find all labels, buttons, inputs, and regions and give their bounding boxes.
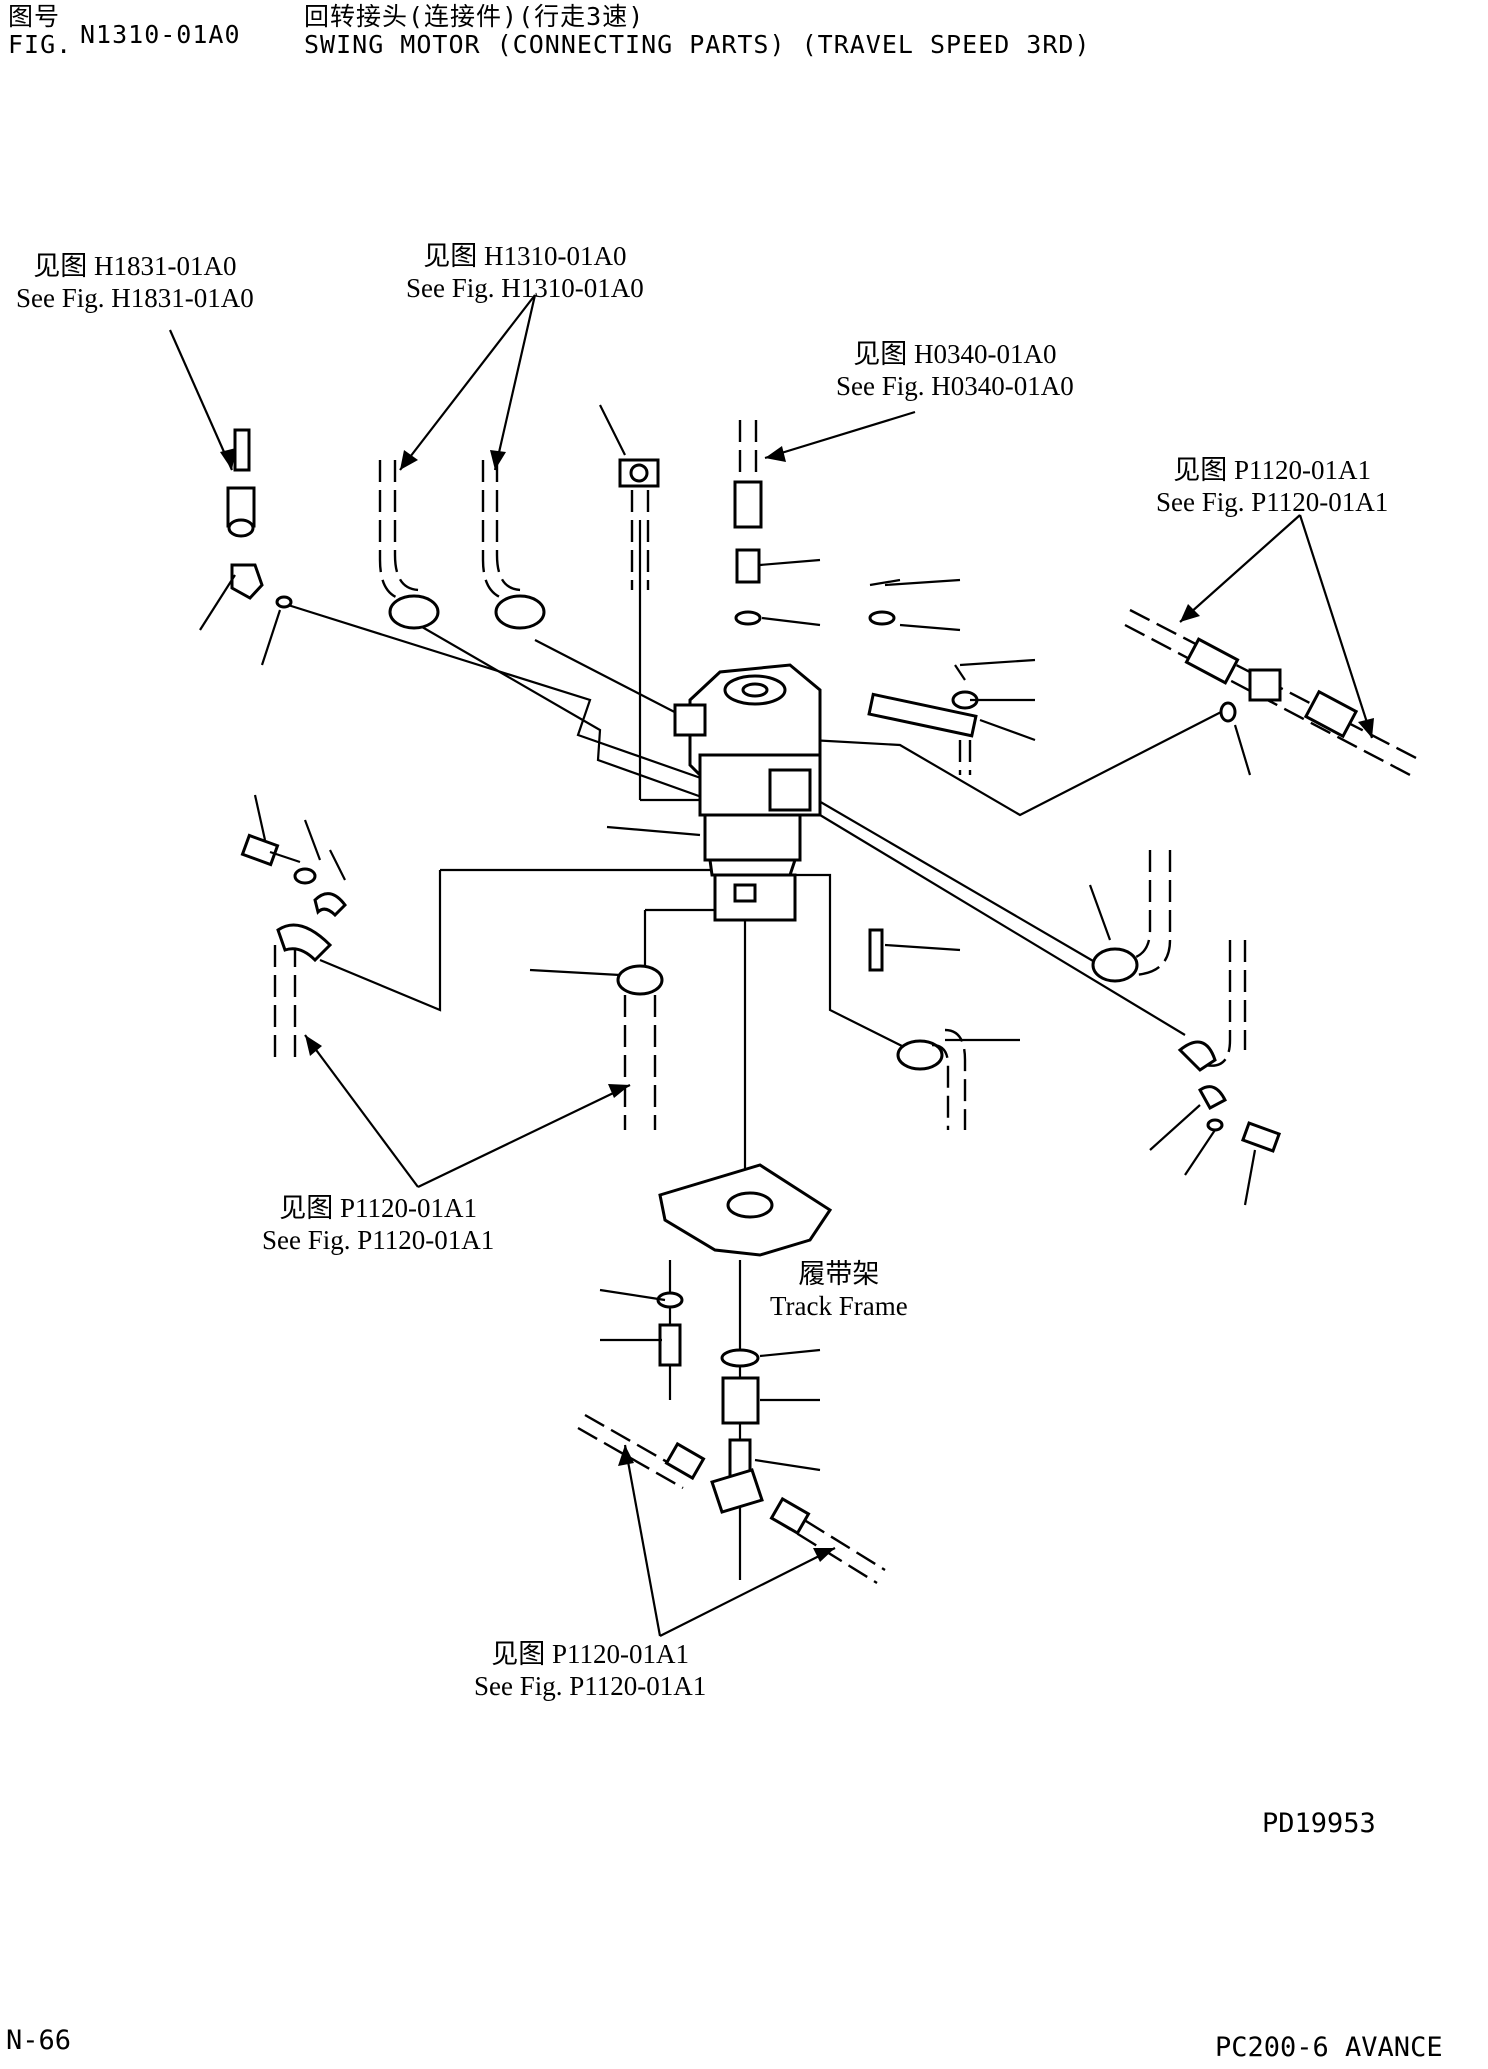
track-frame-plate — [658, 1163, 833, 1257]
left-clamp-parts — [240, 833, 664, 1130]
ref-h1310-cn: 见图 H1310-01A0 — [423, 241, 627, 271]
upper-center-fittings — [618, 420, 763, 626]
fig-label-cn: 图号 — [8, 2, 61, 31]
lower-fittings — [577, 1291, 886, 1585]
ref-h1831: 见图 H1831-01A0 See Fig. H1831-01A0 — [16, 250, 254, 314]
ref-p1120-bottom-cn: 见图 P1120-01A1 — [491, 1639, 690, 1669]
page-number: N-66 — [6, 2025, 72, 2056]
track-frame-cn: 履带架 — [798, 1259, 880, 1289]
ref-h1831-cn: 见图 H1831-01A0 — [33, 251, 237, 281]
title-cn: 回转接头(连接件)(行走3速) — [304, 2, 645, 31]
track-frame-label: 履带架 Track Frame — [770, 1258, 908, 1322]
fig-label-en: FIG. — [8, 30, 73, 59]
title-en: SWING MOTOR (CONNECTING PARTS) (TRAVEL S… — [304, 30, 1091, 59]
part-leader-lines — [199, 404, 1257, 1472]
upper-right-fittings — [867, 578, 1421, 777]
assembly-lines — [287, 520, 1226, 1580]
ref-p1120-right-en: See Fig. P1120-01A1 — [1156, 487, 1389, 517]
ref-p1120-bottom: 见图 P1120-01A1 See Fig. P1120-01A1 — [474, 1638, 706, 1702]
ref-h0340-cn: 见图 H0340-01A0 — [853, 339, 1057, 369]
ref-h0340: 见图 H0340-01A0 See Fig. H0340-01A0 — [836, 338, 1074, 402]
model-name: PC200-6 AVANCE — [1215, 2032, 1443, 2063]
ref-h0340-en: See Fig. H0340-01A0 — [836, 371, 1074, 401]
ref-p1120-bottom-en: See Fig. P1120-01A1 — [474, 1671, 707, 1701]
ref-p1120-left-en: See Fig. P1120-01A1 — [262, 1225, 495, 1255]
swing-motor-body — [673, 663, 822, 922]
ref-h1831-en: See Fig. H1831-01A0 — [16, 283, 254, 313]
upper-left-fittings — [226, 428, 546, 630]
ref-p1120-right: 见图 P1120-01A1 See Fig. P1120-01A1 — [1156, 454, 1388, 518]
ref-p1120-right-cn: 见图 P1120-01A1 — [1173, 455, 1372, 485]
ref-h1310: 见图 H1310-01A0 See Fig. H1310-01A0 — [406, 240, 644, 304]
ref-p1120-left: 见图 P1120-01A1 See Fig. P1120-01A1 — [262, 1192, 494, 1256]
reference-arrows — [168, 294, 1374, 1637]
fig-number: N1310-01A0 — [80, 20, 241, 49]
lower-right-hoses — [868, 850, 1282, 1153]
drawing-code: PD19953 — [1262, 1808, 1376, 1839]
track-frame-en: Track Frame — [770, 1291, 908, 1321]
ref-p1120-left-cn: 见图 P1120-01A1 — [279, 1193, 478, 1223]
ref-h1310-en: See Fig. H1310-01A0 — [406, 273, 644, 303]
